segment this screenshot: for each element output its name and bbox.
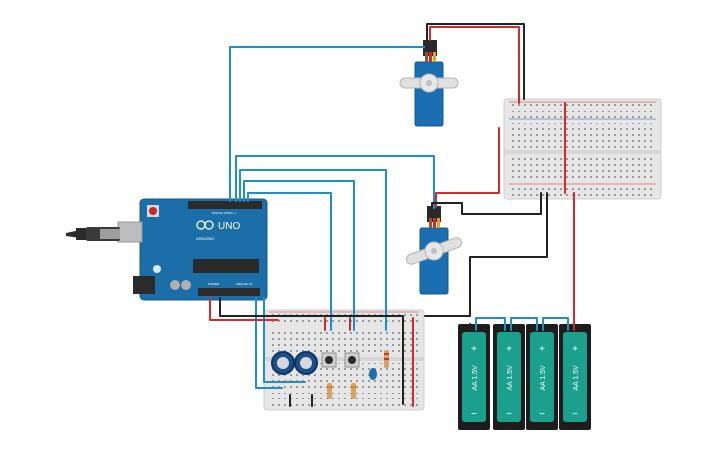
arduino-power-label: POWER — [208, 282, 220, 286]
arduino-logo-icon — [196, 220, 214, 230]
battery-1-label: AA 1.5V — [472, 365, 479, 391]
arduino-digital-label: DIGITAL (PWM ~) — [212, 211, 236, 215]
pushbutton-icon — [344, 352, 360, 368]
breadboard-top-right — [503, 98, 662, 200]
usb-cable-icon — [66, 227, 120, 241]
battery-4-plus: + — [572, 344, 578, 355]
arduino-analog-label: ANALOG IN — [236, 282, 252, 286]
battery-3-label: AA 1.5V — [540, 365, 547, 391]
battery-3-minus: − — [539, 409, 545, 420]
pushbutton-icon — [321, 352, 337, 368]
arduino-model-text: ARDUINO — [196, 236, 214, 241]
battery-1-minus: − — [471, 409, 477, 420]
wires — [209, 23, 575, 407]
battery-3-plus: + — [539, 344, 545, 355]
arduino-brand-text: UNO — [218, 221, 240, 232]
battery-pack — [458, 324, 591, 430]
resistor-icon — [351, 383, 356, 399]
reset-button-icon — [149, 207, 157, 215]
breadboard-bottom — [263, 309, 425, 411]
battery-2-label: AA 1.5V — [507, 365, 514, 391]
battery-1-plus: + — [471, 344, 477, 355]
resistor-icon — [327, 383, 332, 399]
battery-4-label: AA 1.5V — [573, 365, 580, 391]
servo-motor-icon — [399, 40, 459, 127]
servo-motor-icon — [405, 206, 463, 295]
arduino-board: UNO ARDUINO DIGITAL (PWM ~) POWER ANALOG… — [117, 198, 268, 301]
battery-2-plus: + — [506, 344, 512, 355]
battery-4-minus: − — [572, 409, 578, 420]
capacitor-icon — [369, 368, 377, 380]
battery-2-minus: − — [506, 409, 512, 420]
potentiometer-icon — [294, 351, 318, 375]
resistor-icon — [384, 350, 389, 368]
potentiometer-icon — [271, 351, 295, 375]
